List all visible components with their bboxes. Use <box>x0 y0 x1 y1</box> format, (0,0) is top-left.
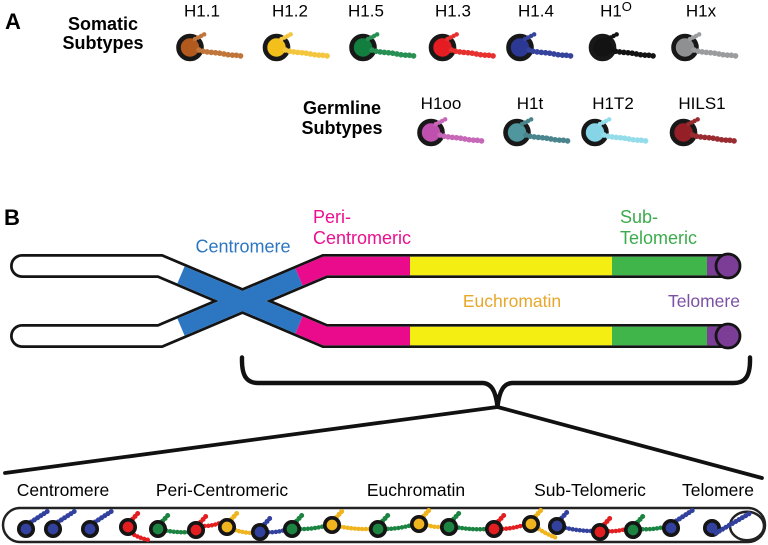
svg-text:Peri-Centromeric: Peri-Centromeric <box>156 480 288 500</box>
svg-text:Somatic: Somatic <box>68 14 138 34</box>
svg-text:Subtypes: Subtypes <box>301 118 382 138</box>
svg-text:Telomeric: Telomeric <box>620 228 697 248</box>
svg-text:Subtypes: Subtypes <box>62 33 143 53</box>
svg-text:Centromere: Centromere <box>17 480 109 500</box>
svg-text:H1.2: H1.2 <box>272 2 308 21</box>
svg-text:H1T2: H1T2 <box>592 94 634 113</box>
svg-text:Centromeric: Centromeric <box>313 228 411 248</box>
svg-text:Peri-: Peri- <box>313 207 351 227</box>
svg-text:Germline: Germline <box>303 98 381 118</box>
svg-text:B: B <box>4 205 20 230</box>
svg-text:Telomere: Telomere <box>668 291 740 311</box>
svg-text:H1.5: H1.5 <box>348 2 384 21</box>
svg-text:H1.3: H1.3 <box>435 2 471 21</box>
svg-text:HILS1: HILS1 <box>678 94 725 113</box>
svg-text:H1.4: H1.4 <box>518 2 554 21</box>
svg-text:A: A <box>5 9 21 34</box>
svg-text:H1oo: H1oo <box>421 94 462 113</box>
svg-text:H1.1: H1.1 <box>184 2 220 21</box>
svg-text:Euchromatin: Euchromatin <box>463 291 561 311</box>
svg-text:Sub-Telomeric: Sub-Telomeric <box>534 480 646 500</box>
svg-text:H1t: H1t <box>517 94 544 113</box>
svg-text:Sub-: Sub- <box>620 207 658 227</box>
svg-text:Telomere: Telomere <box>682 480 754 500</box>
svg-text:Euchromatin: Euchromatin <box>367 480 465 500</box>
svg-text:H1x: H1x <box>686 2 717 21</box>
svg-text:Centromere: Centromere <box>195 237 290 257</box>
